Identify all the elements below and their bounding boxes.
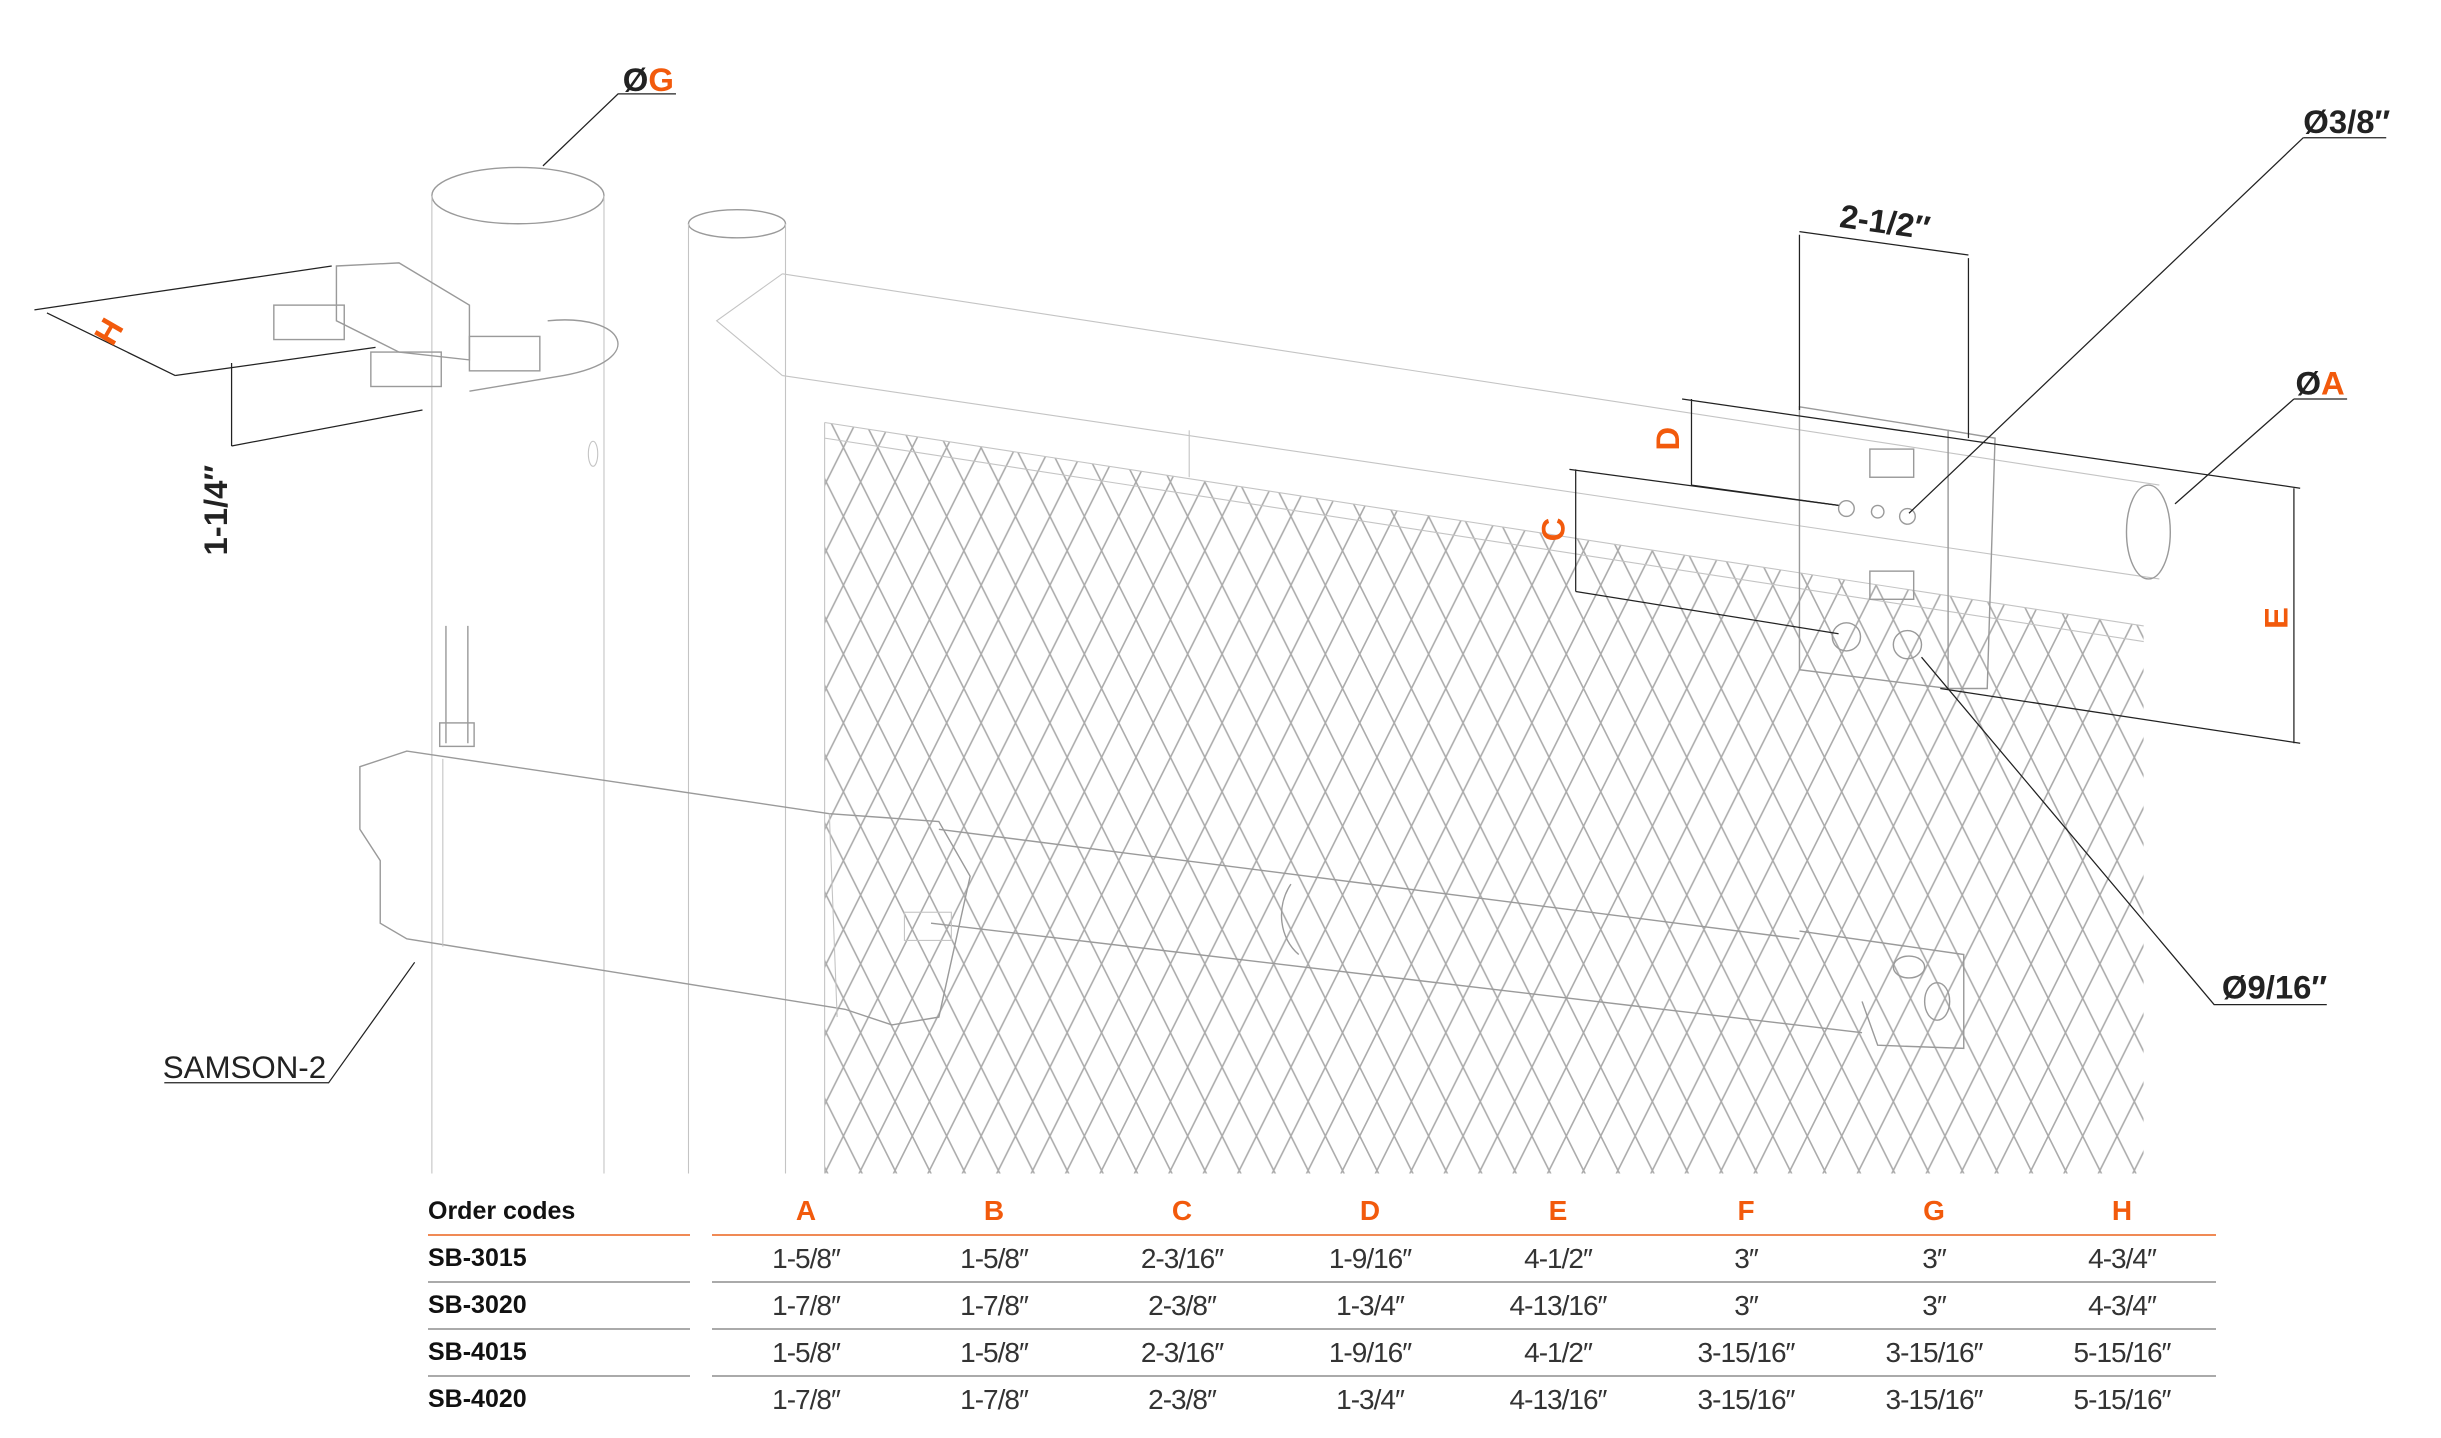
cell-b: 1-7/8″ [960,1383,1029,1415]
cell-d: 1-3/4″ [1276,1282,1464,1330]
cell-h: 5-15/16″ [2073,1383,2172,1415]
order-codes-table: Order codes A B C D E F G H SB-3015 1-5/8… [428,1188,2216,1422]
cell-e: 4-1/2″ [1464,1235,1652,1283]
label-c: C [1535,518,1572,542]
cell-e: 4-1/2″ [1464,1329,1652,1377]
cell-b: 1-5/8″ [900,1329,1088,1377]
dimension-lines [34,93,2387,1084]
cell-c: 2-3/8″ [1088,1282,1276,1330]
cell-g: 3-15/16″ [1840,1329,2028,1377]
col-header-a: A [712,1188,900,1236]
label-model: SAMSON-2 [163,1050,326,1085]
col-header-b: B [900,1188,1088,1236]
col-header-f: F [1652,1188,1840,1236]
cell-e: 4-13/16″ [1509,1383,1608,1415]
cell-c: 2-3/8″ [1148,1383,1217,1415]
label-diameter-a: ØA [2295,364,2344,401]
hinge-bracket [273,262,619,392]
cell-a: 1-7/8″ [772,1383,841,1415]
cell-h: 4-3/4″ [2028,1235,2216,1283]
order-code: SB-4015 [428,1329,690,1377]
gate-post [687,208,787,1174]
cell-a: 1-5/8″ [712,1235,900,1283]
installation-drawing: ØG Ø3/8″ 2-1/2″ ØA H D C E 1-1/4″ Ø9/16″… [34,61,2391,1174]
chain-link-mesh [824,422,2144,1174]
cell-f: 3″ [1652,1235,1840,1283]
col-header-e: E [1464,1188,1652,1236]
cell-d: 1-3/4″ [1336,1383,1405,1415]
table-header-row: Order codes A B C D E F G H [428,1188,2216,1236]
hinge-post [431,166,605,1174]
cell-c: 2-3/16″ [1088,1329,1276,1377]
label-diameter-3-8: Ø3/8″ [2303,103,2390,140]
samson-2-operator [359,750,1965,1050]
cell-b: 1-5/8″ [900,1235,1088,1283]
label-e: E [2258,607,2295,629]
label-d: D [1649,427,1686,451]
cell-b: 1-7/8″ [900,1282,1088,1330]
order-code: SB-3015 [428,1235,690,1283]
col-header-g: G [1840,1188,2028,1236]
cell-e: 4-13/16″ [1464,1282,1652,1330]
order-code: SB-3020 [428,1282,690,1330]
cell-d: 1-9/16″ [1276,1235,1464,1283]
cell-c: 2-3/16″ [1088,1235,1276,1283]
order-codes-header: Order codes [428,1188,690,1236]
table-row: SB-4020 1-7/8″ 1-7/8″ 2-3/8″ 1-3/4″ 4-13/16″ 3… [428,1376,2216,1422]
cell-h: 5-15/16″ [2028,1329,2216,1377]
label-1-1-4: 1-1/4″ [197,465,234,556]
label-h: H [87,312,131,351]
label-diameter-9-16: Ø9/16″ [2222,968,2327,1005]
cell-a: 1-7/8″ [712,1282,900,1330]
gate-top-rail [715,273,2172,580]
adjustment-bolt [438,625,475,748]
col-header-d: D [1276,1188,1464,1236]
cell-f: 3-15/16″ [1652,1329,1840,1377]
cell-h: 4-3/4″ [2028,1282,2216,1330]
cell-f: 3″ [1652,1282,1840,1330]
cell-a: 1-5/8″ [712,1329,900,1377]
cell-g: 3-15/16″ [1885,1383,1984,1415]
label-diameter-g: ØG [623,61,674,98]
cell-f: 3-15/16″ [1697,1383,1796,1415]
cell-g: 3″ [1840,1282,2028,1330]
cell-g: 3″ [1840,1235,2028,1283]
mesh-frame [824,421,2144,1174]
order-code: SB-4020 [428,1385,527,1413]
cell-d: 1-9/16″ [1276,1329,1464,1377]
col-header-c: C [1088,1188,1276,1236]
col-header-h: H [2028,1188,2216,1236]
